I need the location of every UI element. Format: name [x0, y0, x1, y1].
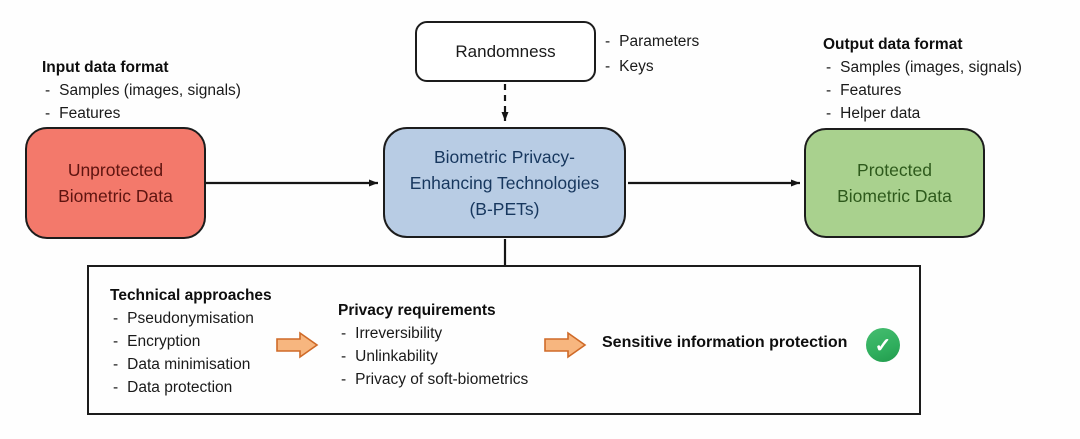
input-item-label: Samples (images, signals): [59, 82, 241, 99]
protected-biometric-data-box: Protected Biometric Data: [804, 128, 985, 238]
output-data-format-block: Output data format - Samples (images, si…: [823, 33, 1022, 125]
output-item-label: Features: [840, 82, 902, 99]
input-data-format-item: - Features: [42, 102, 241, 125]
technical-approach-item: - Pseudonymisation: [110, 307, 272, 330]
output-data-format-item: - Helper data: [823, 102, 1022, 125]
technical-approach-item: - Encryption: [110, 330, 272, 353]
bullet-dash: -: [113, 356, 119, 373]
bullet-dash: -: [341, 371, 347, 388]
randomness-output-item: - Parameters: [602, 29, 699, 54]
protected-box-label: Protected Biometric Data: [837, 160, 952, 206]
input-data-format-item: - Samples (images, signals): [42, 79, 241, 102]
technical-approach-item: - Data minimisation: [110, 353, 272, 376]
output-item-label: Samples (images, signals): [840, 59, 1022, 76]
bullet-dash: -: [341, 348, 347, 365]
bullet-dash: -: [113, 379, 119, 396]
bullet-dash: -: [113, 310, 119, 327]
input-data-format-block: Input data format - Samples (images, sig…: [42, 56, 241, 125]
bullet-dash: -: [826, 105, 832, 122]
bullet-dash: -: [826, 82, 832, 99]
technical-approaches-title: Technical approaches: [110, 287, 272, 304]
bpets-box-label: Biometric Privacy- Enhancing Technologie…: [409, 146, 600, 219]
randomness-output-label: Keys: [619, 58, 654, 75]
technical-approaches-block: Technical approaches - Pseudonymisation …: [110, 284, 272, 399]
bullet-dash: -: [605, 58, 611, 75]
privacy-item-label: Unlinkability: [355, 348, 438, 365]
output-item-label: Helper data: [840, 105, 921, 122]
randomness-box: Randomness: [415, 21, 596, 82]
randomness-label: Randomness: [455, 41, 556, 61]
technical-item-label: Data protection: [127, 379, 233, 396]
privacy-requirements-title: Privacy requirements: [338, 302, 496, 319]
technical-approach-item: - Data protection: [110, 376, 272, 399]
bullet-dash: -: [341, 325, 347, 342]
randomness-output-item: - Keys: [602, 54, 699, 79]
technical-item-label: Data minimisation: [127, 356, 251, 373]
bullet-dash: -: [113, 333, 119, 350]
bottom-panel: [87, 265, 921, 415]
bullet-dash: -: [45, 82, 51, 99]
bullet-dash: -: [45, 105, 51, 122]
sensitive-information-protection-label: Sensitive information protection: [602, 334, 848, 351]
privacy-item-label: Irreversibility: [355, 325, 443, 342]
randomness-outputs-block: - Parameters - Keys: [602, 29, 699, 79]
privacy-requirement-item: - Irreversibility: [338, 322, 528, 345]
output-data-format-item: - Samples (images, signals): [823, 56, 1022, 79]
privacy-item-label: Privacy of soft-biometrics: [355, 371, 529, 388]
output-data-format-title: Output data format: [823, 36, 963, 53]
privacy-requirement-item: - Privacy of soft-biometrics: [338, 368, 528, 391]
randomness-output-label: Parameters: [619, 33, 700, 50]
output-data-format-item: - Features: [823, 79, 1022, 102]
technical-item-label: Encryption: [127, 333, 201, 350]
bullet-dash: -: [826, 59, 832, 76]
unprotected-biometric-data-box: Unprotected Biometric Data: [25, 127, 206, 239]
privacy-requirement-item: - Unlinkability: [338, 345, 528, 368]
bpets-box: Biometric Privacy- Enhancing Technologie…: [383, 127, 626, 238]
privacy-requirements-block: Privacy requirements - Irreversibility -…: [338, 299, 528, 391]
check-glyph: ✓: [874, 334, 892, 357]
check-icon: ✓: [866, 328, 900, 362]
input-data-format-title: Input data format: [42, 59, 169, 76]
unprotected-box-label: Unprotected Biometric Data: [58, 160, 173, 206]
bullet-dash: -: [605, 33, 611, 50]
technical-item-label: Pseudonymisation: [127, 310, 254, 327]
input-item-label: Features: [59, 105, 121, 122]
